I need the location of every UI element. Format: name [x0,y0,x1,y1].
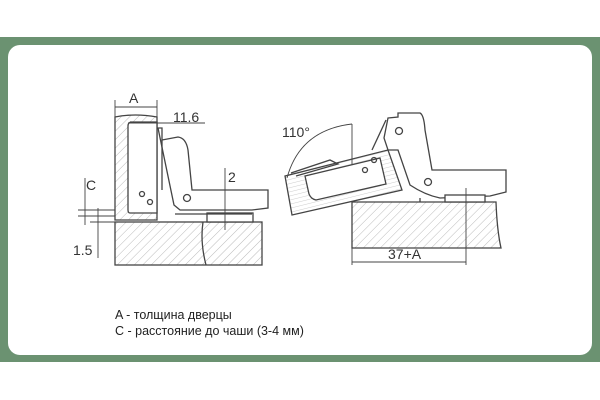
legend-item-c: C - расстояние до чаши (3-4 мм) [115,324,304,338]
label-37-a: 37+A [388,246,422,262]
label-a: A [129,90,139,106]
right-hinge-arm [371,112,507,203]
label-1-5: 1.5 [73,242,93,258]
right-door-open [284,149,403,216]
left-hinge-arm [157,127,269,223]
left-dimensions [78,100,226,258]
label-c: C [86,177,96,193]
right-cabinet-panel [351,201,502,249]
label-11-6: 11.6 [173,109,199,125]
legend: A - толщина дверцы C - расстояние до чаш… [115,307,304,339]
legend-item-a: A - толщина дверцы [115,308,232,322]
left-cabinet-panel [114,221,263,266]
label-angle: 110° [282,124,310,140]
label-2: 2 [228,169,236,185]
right-dimensions [286,123,467,265]
left-door [114,114,158,221]
